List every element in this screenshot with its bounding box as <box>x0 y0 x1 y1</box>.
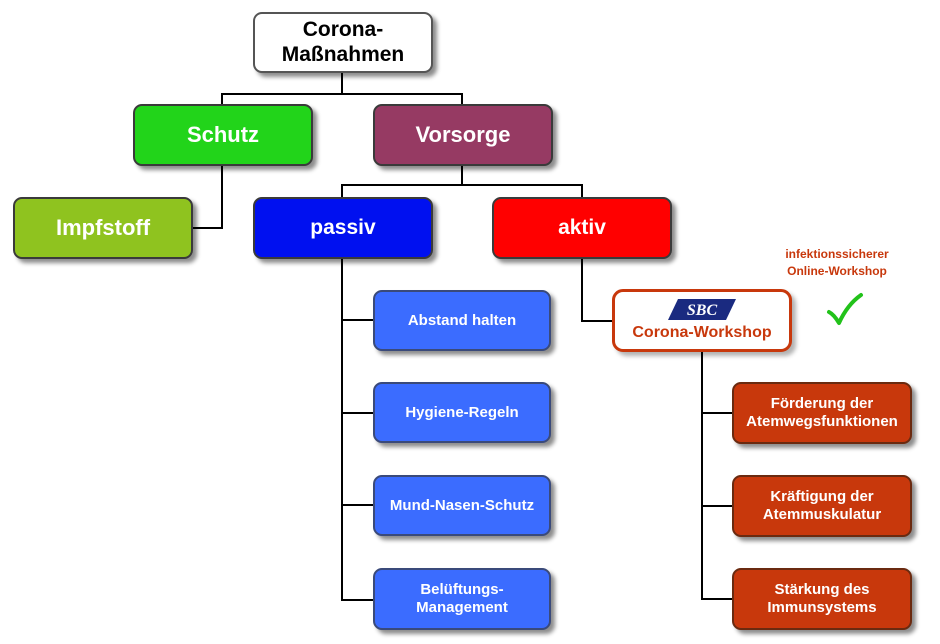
impfstoff-node-label: Impfstoff <box>55 215 151 241</box>
sbc-logo-icon: SBC <box>668 299 736 321</box>
schutz-node-label: Schutz <box>186 122 260 148</box>
aktiv-node-label: aktiv <box>558 215 606 239</box>
corona-workshop-node: SBC Corona-Workshop <box>612 289 792 352</box>
passiv-node-label: passiv <box>310 215 376 239</box>
root-node: Corona- Maßnahmen <box>253 12 433 73</box>
connector-to-hygiene <box>341 412 374 414</box>
connector-level1-bar <box>221 93 463 95</box>
connector-to-impfstoff <box>192 227 223 229</box>
staerkung-immunsystem-label: Stärkung des Immunsystems <box>767 581 877 616</box>
checkmark-icon <box>827 293 863 325</box>
connector-to-kraeftigung <box>701 505 733 507</box>
connector-to-workshop <box>581 320 613 322</box>
root-node-label: Corona- Maßnahmen <box>281 17 405 66</box>
hygiene-regeln-node: Hygiene-Regeln <box>373 382 551 443</box>
impfstoff-node: Impfstoff <box>13 197 193 259</box>
kraeftigung-atemmuskulatur-node: Kräftigung der Atemmuskulatur <box>732 475 912 537</box>
foerderung-atemwege-node: Förderung der Atemwegsfunktionen <box>732 382 912 444</box>
online-workshop-note: infektionssicherer Online-Workshop <box>762 246 912 281</box>
connector-vorsorge-down <box>461 165 463 186</box>
connector-schutz-down <box>221 165 223 229</box>
connector-to-passiv <box>341 184 343 198</box>
connector-workshop-spine <box>701 352 703 600</box>
vorsorge-node: Vorsorge <box>373 104 553 166</box>
connector-to-vorsorge <box>461 93 463 105</box>
aktiv-node: aktiv <box>492 197 672 259</box>
connector-to-foerderung <box>701 412 733 414</box>
abstand-halten-node: Abstand halten <box>373 290 551 351</box>
belueftungs-management-node: Belüftungs- Management <box>373 568 551 630</box>
connector-aktiv-down <box>581 258 583 322</box>
belueftungs-management-label: Belüftungs- Management <box>416 581 508 616</box>
mund-nasen-schutz-node: Mund-Nasen-Schutz <box>373 475 551 536</box>
staerkung-immunsystem-node: Stärkung des Immunsystems <box>732 568 912 630</box>
connector-to-schutz <box>221 93 223 105</box>
connector-to-staerkung <box>701 598 733 600</box>
kraeftigung-atemmuskulatur-label: Kräftigung der Atemmuskulatur <box>762 488 882 523</box>
vorsorge-node-label: Vorsorge <box>415 122 511 148</box>
sbc-logo-text: SBC <box>687 302 718 319</box>
connector-to-belueftung <box>341 599 374 601</box>
passiv-node: passiv <box>253 197 433 259</box>
corona-workshop-label: Corona-Workshop <box>632 324 772 342</box>
online-workshop-note-text: infektionssicherer Online-Workshop <box>785 247 889 279</box>
connector-to-abstand <box>341 319 374 321</box>
mund-nasen-schutz-label: Mund-Nasen-Schutz <box>389 496 535 514</box>
schutz-node: Schutz <box>133 104 313 166</box>
foerderung-atemwege-label: Förderung der Atemwegsfunktionen <box>746 395 898 430</box>
abstand-halten-label: Abstand halten <box>407 311 517 329</box>
connector-to-mundnasen <box>341 504 374 506</box>
hygiene-regeln-label: Hygiene-Regeln <box>405 403 519 421</box>
connector-passiv-spine <box>341 258 343 601</box>
connector-to-aktiv <box>581 184 583 198</box>
connector-root-down <box>341 72 343 94</box>
connector-level2-bar <box>341 184 583 186</box>
